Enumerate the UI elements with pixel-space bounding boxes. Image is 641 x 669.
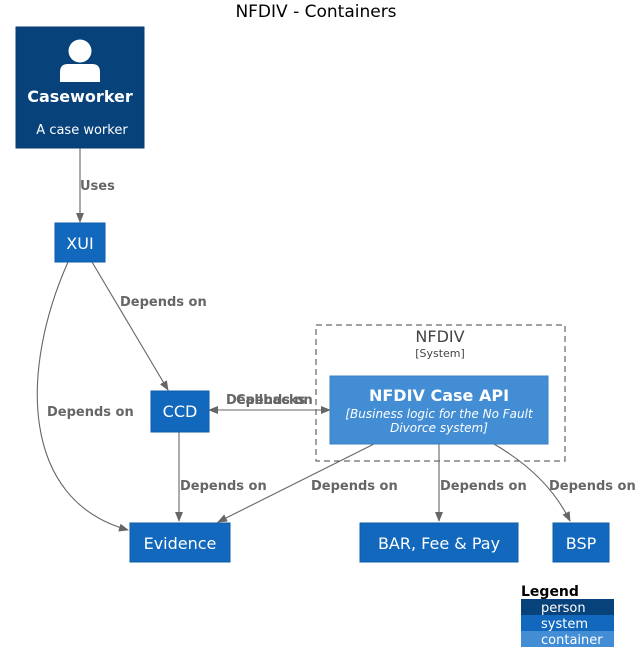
- edge-label-api-bsp: Depends on: [549, 479, 636, 494]
- edge-api-bsp: [493, 443, 571, 522]
- nfdiv-boundary: NFDIV [System]: [315, 324, 566, 462]
- node-nfdiv-case-api[interactable]: NFDIV Case API [Business logic for the N…: [329, 375, 549, 445]
- api-description-line2: Divorce system]: [390, 421, 488, 435]
- node-xui[interactable]: XUI: [54, 222, 106, 263]
- legend: Legend person system container: [521, 584, 614, 648]
- boundary-name: NFDIV: [415, 327, 464, 346]
- node-bsp[interactable]: BSP: [552, 522, 610, 563]
- edge-api-evidence: [217, 443, 375, 523]
- edge-label-xui-evidence: Depends on: [47, 405, 134, 420]
- edge-xui-ccd: [91, 261, 169, 391]
- edges: Uses Depends on Depends on Depends on Ca…: [36, 148, 636, 532]
- api-description-line1: [Business logic for the No Fault: [345, 407, 534, 421]
- edge-label-ccd-api-callbacks: Callbacks: [236, 393, 306, 408]
- edge-label-api-bar: Depends on: [440, 479, 527, 494]
- bar-name: BAR, Fee & Pay: [378, 534, 500, 553]
- node-bar-fee-pay[interactable]: BAR, Fee & Pay: [359, 522, 519, 563]
- person-icon: [60, 39, 100, 82]
- edge-label-uses: Uses: [80, 179, 115, 194]
- boundary-type: [System]: [415, 347, 465, 360]
- diagram-title: NFDIV - Containers: [235, 2, 396, 22]
- legend-item-person: person: [541, 601, 586, 616]
- evidence-name: Evidence: [144, 534, 217, 553]
- bsp-name: BSP: [566, 534, 597, 553]
- node-evidence[interactable]: Evidence: [129, 522, 231, 563]
- ccd-name: CCD: [163, 402, 198, 421]
- legend-title: Legend: [521, 584, 579, 600]
- edge-label-api-evidence: Depends on: [311, 479, 398, 494]
- edge-xui-evidence: [36, 261, 129, 532]
- edge-label-xui-ccd: Depends on: [120, 295, 207, 310]
- node-ccd[interactable]: CCD: [150, 390, 210, 433]
- legend-item-system: system: [541, 617, 588, 632]
- edge-label-ccd-evidence: Depends on: [180, 479, 267, 494]
- xui-name: XUI: [66, 234, 93, 253]
- caseworker-description: A case worker: [36, 123, 128, 138]
- caseworker-name: Caseworker: [27, 87, 133, 106]
- api-name: NFDIV Case API: [369, 386, 509, 405]
- edge-label-api-ccd-depends: Depends on: [226, 393, 313, 408]
- node-caseworker[interactable]: Caseworker A case worker: [15, 26, 145, 149]
- legend-item-container: container: [541, 633, 603, 648]
